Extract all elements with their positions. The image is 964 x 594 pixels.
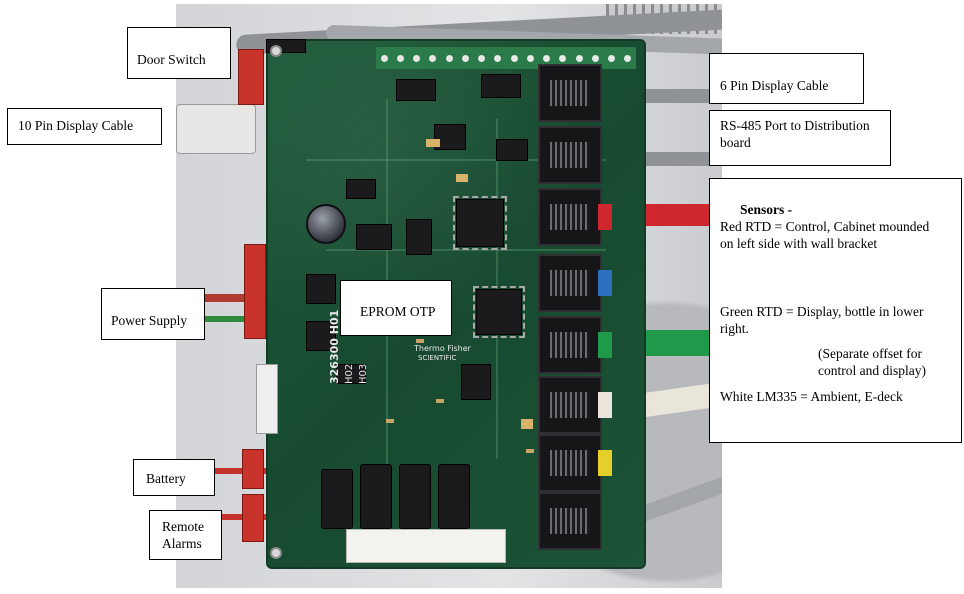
sensors-red-line2: on left side with wall bracket <box>720 236 878 251</box>
ic-low-2 <box>336 364 366 384</box>
sensors-offset-line2: control and display) <box>818 363 926 378</box>
ic-top-4 <box>496 139 528 161</box>
power-supply-connector <box>244 244 266 339</box>
terminal-strip <box>376 47 636 69</box>
label-power-supply: Power Supply <box>101 288 205 340</box>
silk-h02: H02 <box>344 363 355 384</box>
rj45-sensor-red <box>538 188 612 246</box>
rj45-bottom <box>538 492 602 550</box>
sensors-green-line1: Green RTD = Display, bottle in lower <box>720 304 924 319</box>
sensors-red-line1: Red RTD = Control, Cabinet mounded <box>720 219 930 234</box>
rj45-sensor-green <box>538 316 612 374</box>
relay-1 <box>321 469 353 529</box>
rj45-rs485 <box>538 126 602 184</box>
rj45-sensor-white <box>538 376 612 434</box>
ic-mid-2 <box>356 224 392 250</box>
label-sensors: Sensors - Red RTD = Control, Cabinet mou… <box>709 178 962 443</box>
label-ten-pin-display-cable: 10 Pin Display Cable <box>7 108 162 145</box>
rj45-six-pin-display <box>538 64 602 122</box>
relay-2 <box>360 464 392 529</box>
power-wires-green <box>196 316 271 322</box>
sensors-offset-line1: (Separate offset for <box>818 346 922 361</box>
power-wires <box>176 294 271 302</box>
relay-4 <box>438 464 470 529</box>
battery-connector <box>242 449 264 489</box>
ic-mid-3 <box>406 219 432 255</box>
label-six-pin-display-cable: 6 Pin Display Cable <box>709 53 864 104</box>
alarm-wires <box>176 514 271 520</box>
label-eprom-otp: EPROM OTP <box>340 280 452 336</box>
silk-maker-line1: Thermo Fisher <box>414 344 471 353</box>
electrolytic-capacitor <box>306 204 346 244</box>
rj45-sensor-blue <box>538 254 612 312</box>
silk-h03: H03 <box>358 363 369 384</box>
sensors-white-line: White LM335 = Ambient, E-deck <box>720 389 903 404</box>
regulator-1 <box>306 274 336 304</box>
sensors-heading: Sensors - <box>740 202 793 217</box>
regulator-2 <box>306 321 336 351</box>
label-door-switch: Door Switch <box>127 27 231 79</box>
processor-chip <box>473 286 525 338</box>
label-battery: Battery <box>133 459 215 496</box>
relay-3 <box>399 464 431 529</box>
microcontroller <box>453 196 507 250</box>
white-header <box>256 364 278 434</box>
fuse-block <box>346 529 506 563</box>
ic-mid-1 <box>346 179 376 199</box>
remote-alarms-connector <box>242 494 264 542</box>
label-remote-alarms: Remote Alarms <box>149 510 222 560</box>
ic-top-2 <box>481 74 521 98</box>
sensors-green-line2: right. <box>720 321 749 336</box>
ic-top-1 <box>396 79 436 101</box>
silk-maker-line2: SCIENTIFIC <box>418 354 457 362</box>
label-rs485-port: RS-485 Port to Distribution board <box>709 110 891 166</box>
ten-pin-display-plug <box>176 104 256 154</box>
ic-low-1 <box>461 364 491 400</box>
rj45-sensor-yellow <box>538 434 612 492</box>
door-switch-connector <box>238 49 264 105</box>
battery-wires <box>176 468 271 474</box>
